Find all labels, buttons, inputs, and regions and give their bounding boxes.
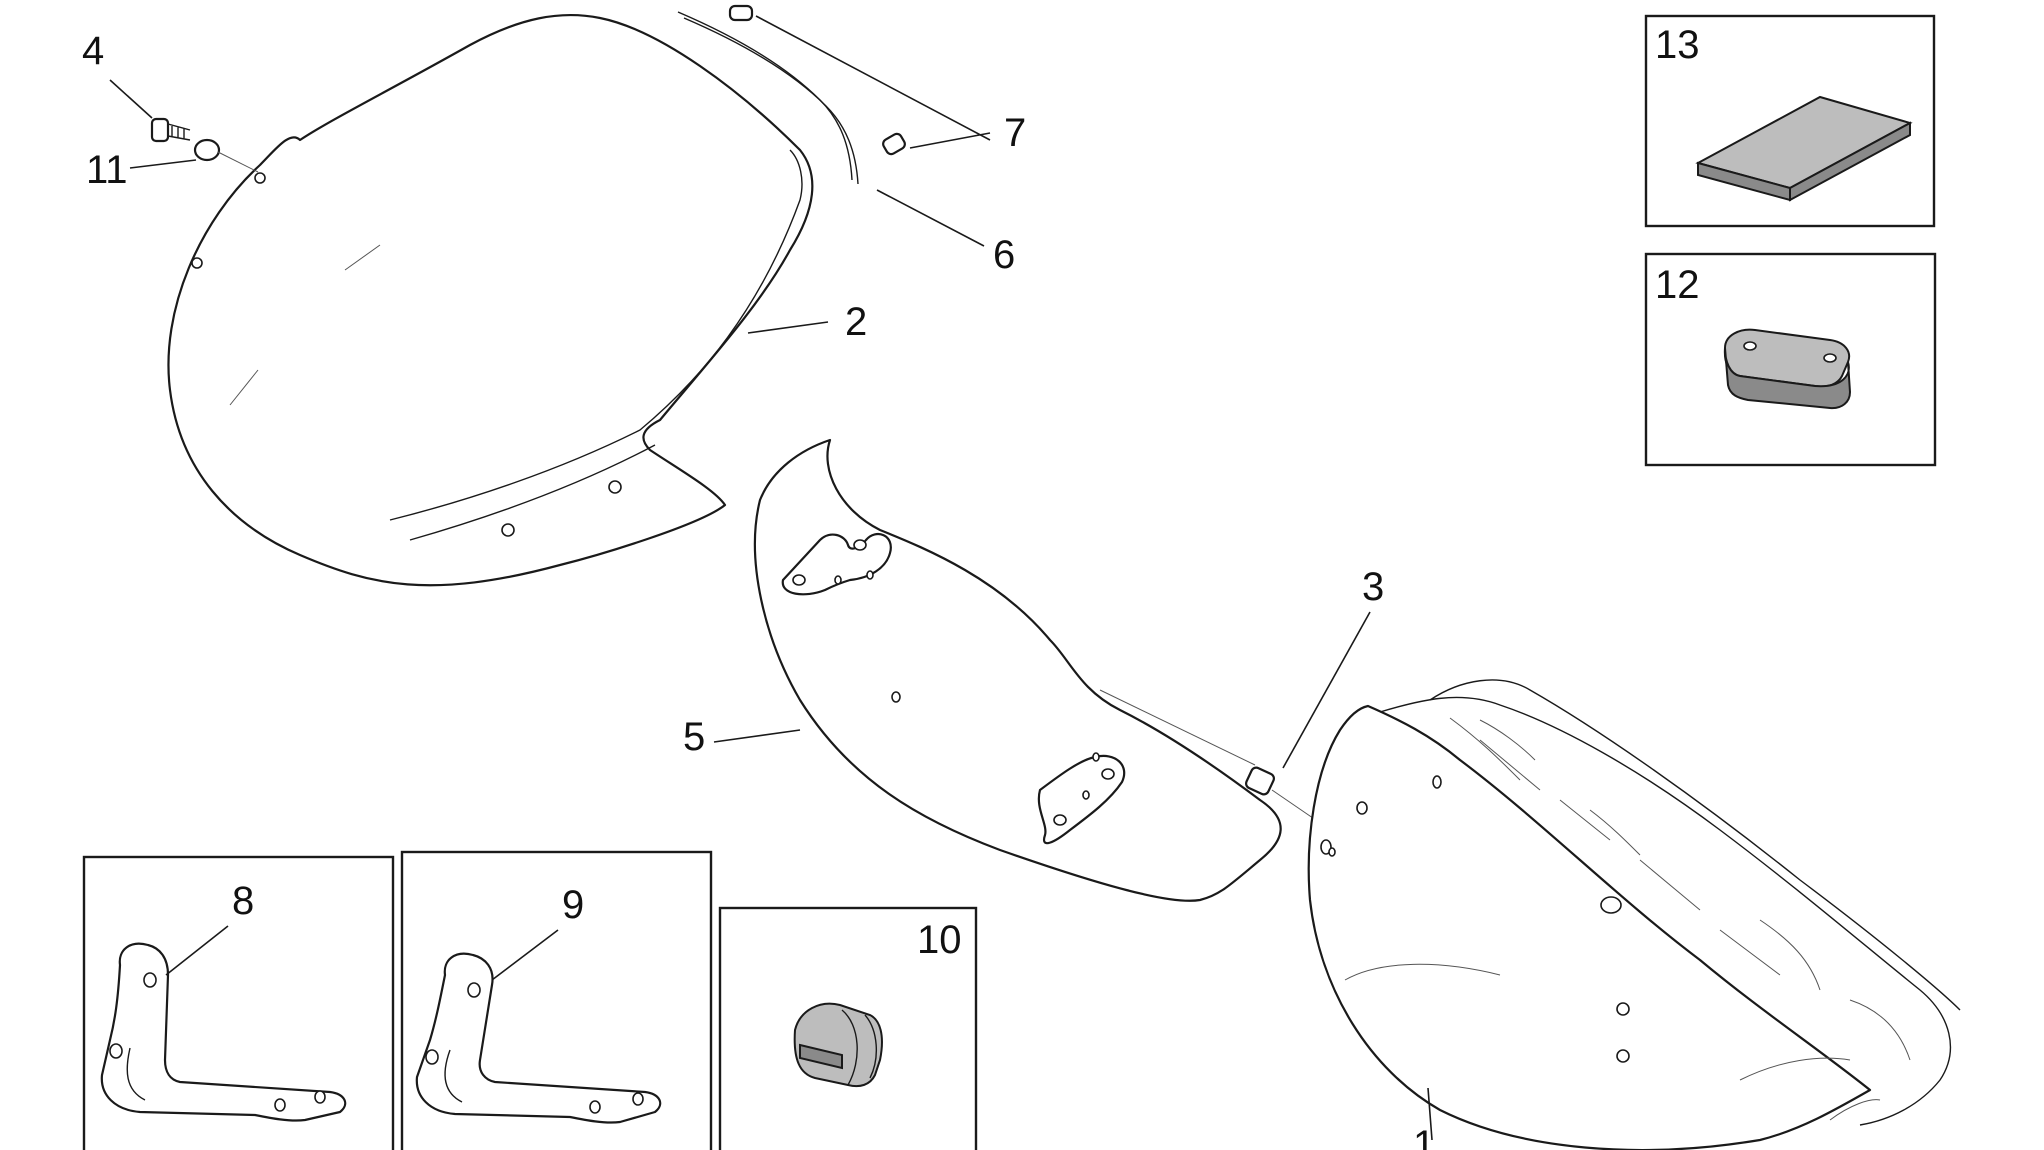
callout-1: 1 — [1413, 1123, 1435, 1150]
windscreen-part — [167, 13, 814, 587]
callout-3: 3 — [1362, 565, 1384, 609]
callout-6: 6 — [993, 233, 1015, 277]
trim-strip-part — [677, 11, 859, 185]
washer-part — [193, 138, 259, 173]
callout-2: 2 — [845, 300, 867, 344]
callout-4: 4 — [82, 29, 104, 73]
pad-part — [1695, 95, 1913, 202]
bracket-part-right — [415, 952, 662, 1124]
callout-13: 13 — [1655, 23, 1700, 67]
callout-10: 10 — [917, 918, 962, 962]
callout-labels: 1 2 3 4 5 6 7 8 9 10 11 12 13 — [82, 23, 1700, 1150]
plate-part — [753, 438, 1282, 902]
leader-lines — [109, 15, 1433, 1141]
callout-5: 5 — [683, 715, 705, 759]
callout-11: 11 — [86, 148, 128, 192]
callout-12: 12 — [1655, 263, 1700, 307]
callout-8: 8 — [232, 879, 254, 923]
callout-9: 9 — [562, 883, 584, 927]
bracket-part-left — [100, 942, 347, 1122]
clip-nut-part — [793, 1002, 883, 1088]
callout-7: 7 — [1004, 111, 1026, 155]
fairing-part — [1307, 679, 1961, 1150]
end-cap-part — [728, 4, 906, 156]
spacer-block-part — [1723, 328, 1852, 410]
screw-part — [150, 117, 191, 143]
